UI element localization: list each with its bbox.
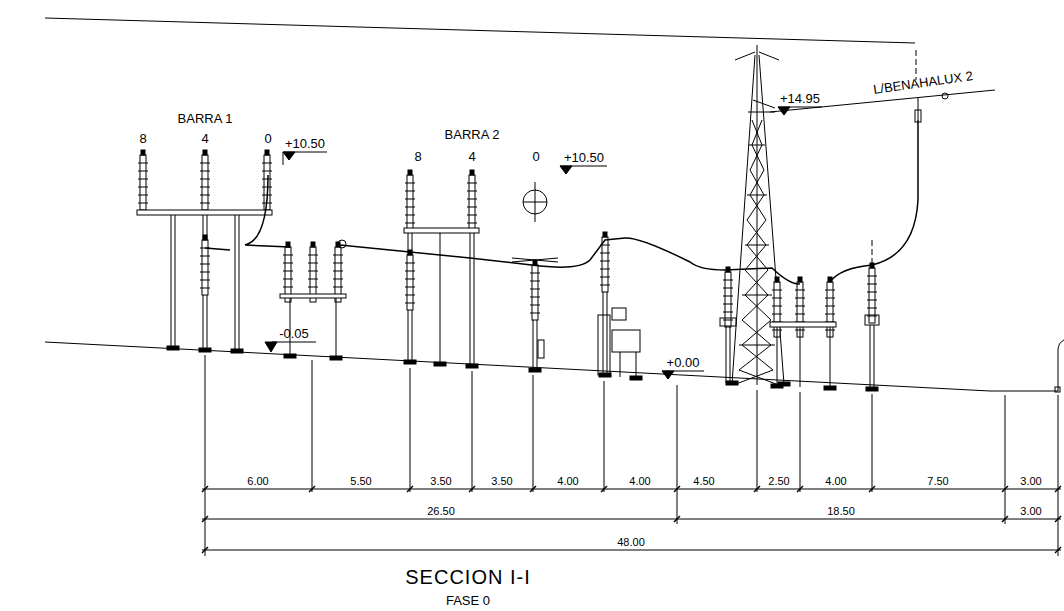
dimension: 4.50	[693, 476, 714, 487]
bus-name: BARRA 1	[178, 112, 233, 125]
dimension: 18.50	[827, 506, 855, 517]
line-name: L/BENAHALUX 2	[872, 69, 973, 96]
level-mark: +14.95	[780, 92, 820, 105]
phase-number: 4	[468, 150, 475, 163]
dimension: 3.50	[430, 476, 451, 487]
section-title: SECCION I-I	[405, 567, 530, 587]
dimension: 26.50	[427, 506, 455, 517]
dimension: 48.00	[617, 537, 645, 548]
dimension: 3.50	[491, 476, 512, 487]
phase-note: FASE 0	[446, 594, 490, 607]
phase-number: 8	[139, 132, 146, 145]
level-mark: +10.50	[285, 137, 325, 150]
dimension: 4.00	[557, 476, 578, 487]
phase-number: 0	[264, 132, 271, 145]
dimension: 3.00	[1020, 476, 1041, 487]
phase-number: 4	[201, 132, 208, 145]
dimension: 5.50	[350, 476, 371, 487]
level-mark: -0.05	[279, 327, 309, 340]
dimension: 3.00	[1020, 506, 1041, 517]
dimension: 4.00	[629, 476, 650, 487]
phase-number: 0	[532, 150, 539, 163]
bus-name: BARRA 2	[445, 128, 500, 141]
dimension: 4.00	[825, 476, 846, 487]
level-mark: +0.00	[667, 356, 700, 369]
dimension: 6.00	[247, 476, 268, 487]
dimension: 7.50	[927, 476, 948, 487]
level-mark: +10.50	[564, 151, 604, 164]
phase-number: 8	[414, 150, 421, 163]
dimension: 2.50	[768, 476, 789, 487]
